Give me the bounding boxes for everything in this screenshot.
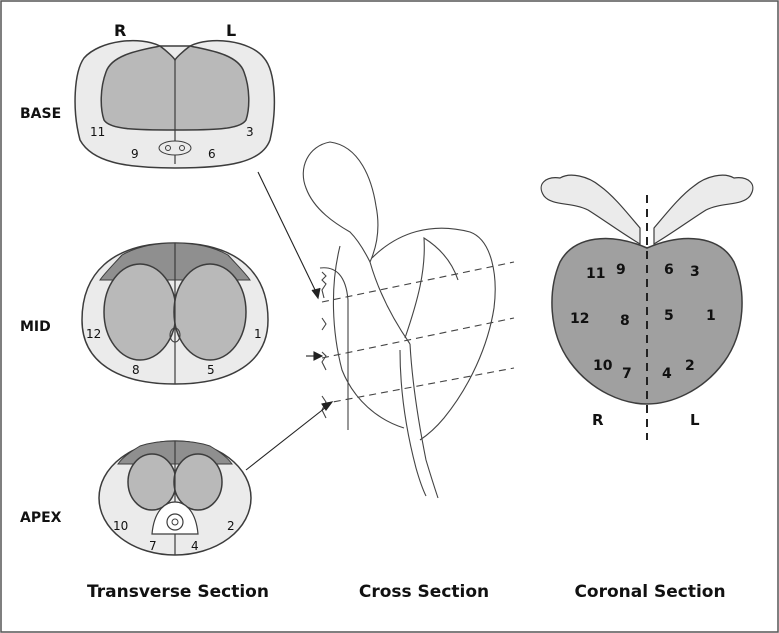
prostate-outline-lower <box>332 245 405 429</box>
connector-arrows <box>245 171 334 471</box>
coronal-side-right: R <box>592 411 604 429</box>
arrow-base-head <box>311 287 321 300</box>
coronal-zone-1: 1 <box>706 308 716 324</box>
coronal-zone-2: 2 <box>685 358 695 374</box>
arrow-apex-head <box>321 401 334 411</box>
mid-zone-1: 1 <box>254 327 262 341</box>
coronal-zone-3: 3 <box>690 264 700 280</box>
level-line-apex <box>321 367 515 405</box>
arrow-apex-line <box>245 403 331 471</box>
coronal-zone-8: 8 <box>620 313 630 329</box>
mid-section: MID 12 8 5 1 <box>20 242 269 385</box>
caption-cross: Cross Section <box>359 582 489 602</box>
side-label-right: R <box>114 21 126 40</box>
cross-section <box>302 141 496 499</box>
mid-transition-left <box>173 263 247 361</box>
apex-zone-10: 10 <box>113 519 128 533</box>
apex-transition-left <box>173 453 223 511</box>
level-lines <box>321 261 515 405</box>
apex-zone-7: 7 <box>149 539 157 553</box>
central-zone-curve <box>404 236 459 339</box>
apex-transition-right <box>127 453 177 511</box>
seminal-vesicle <box>302 141 379 264</box>
mid-transition-right <box>103 263 177 361</box>
coronal-zone-5: 5 <box>664 308 674 324</box>
mid-zone-8: 8 <box>132 363 140 377</box>
arrow-base-line <box>257 171 319 297</box>
coronal-zone-7: 7 <box>622 366 632 382</box>
apex-label: APEX <box>20 510 62 526</box>
urethra-anterior <box>409 343 439 499</box>
scale-ticks <box>321 271 327 419</box>
apex-zone-2: 2 <box>227 519 235 533</box>
coronal-zone-12: 12 <box>570 311 589 327</box>
coronal-side-left: L <box>690 411 700 429</box>
level-line-base <box>321 261 515 303</box>
base-urethra <box>158 140 192 156</box>
base-zone-6: 6 <box>208 147 216 161</box>
caption-coronal: Coronal Section <box>574 582 725 602</box>
base-duct-right <box>179 145 185 151</box>
coronal-seminal-vesicle-right <box>540 174 641 246</box>
coronal-seminal-vesicle-left <box>653 174 754 246</box>
coronal-section: 11 9 6 3 12 8 5 1 10 7 4 2 R L <box>540 174 754 440</box>
base-zone-3: 3 <box>246 125 254 139</box>
coronal-zone-6: 6 <box>664 262 674 278</box>
apex-zone-4: 4 <box>191 539 199 553</box>
ejaculatory-duct <box>369 261 411 345</box>
mid-urethra <box>169 327 181 343</box>
arrow-mid-head <box>313 351 324 361</box>
mid-label: MID <box>20 319 51 335</box>
apex-section: APEX 10 7 4 2 <box>20 440 252 556</box>
coronal-zone-11: 11 <box>586 266 605 282</box>
coronal-zone-9: 9 <box>616 262 626 278</box>
side-label-left: L <box>226 21 236 40</box>
caption-transverse: Transverse Section <box>87 582 269 602</box>
base-zone-9: 9 <box>131 147 139 161</box>
urethra-posterior <box>399 349 427 497</box>
coronal-zone-10: 10 <box>593 358 613 374</box>
coronal-zone-4: 4 <box>662 366 672 382</box>
prostate-outline-upper <box>371 227 496 441</box>
base-zone-11: 11 <box>90 125 105 139</box>
base-duct-left <box>165 145 171 151</box>
apex-urethra-inner <box>171 518 179 526</box>
mid-zone-12: 12 <box>86 327 101 341</box>
mid-zone-5: 5 <box>207 363 215 377</box>
base-section: R L BASE 11 9 6 3 <box>20 21 276 169</box>
rectum-wall-top <box>319 267 349 301</box>
level-line-mid <box>321 317 515 359</box>
base-label: BASE <box>20 106 61 122</box>
